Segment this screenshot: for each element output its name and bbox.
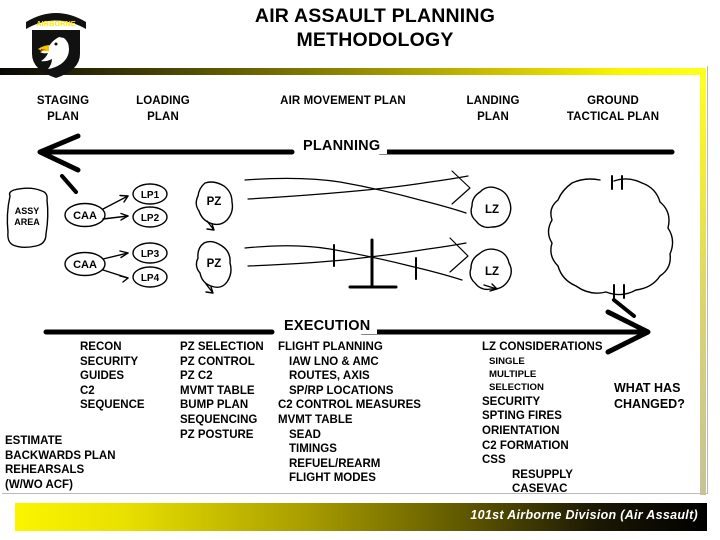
- 101st-airborne-patch: AIRBORNE: [26, 13, 86, 78]
- list-item: SEQUENCE: [80, 399, 145, 412]
- list-item: FLIGHT PLANNING: [278, 341, 383, 353]
- list-item: SEQUENCING: [180, 413, 258, 426]
- heading-line-1: GROUND: [587, 95, 639, 107]
- execution-column-flight: FLIGHT PLANNING IAW LNO & AMC ROUTES, AX…: [278, 340, 421, 486]
- what-has-changed-callout: WHAT HAS CHANGED?: [614, 380, 685, 412]
- page-title: AIR ASSAULT PLANNING METHODOLOGY: [140, 4, 610, 52]
- list-item: C2: [80, 384, 95, 397]
- list-item: FLIGHT MODES: [289, 472, 376, 485]
- column-heading-staging-plan: STAGING PLAN: [15, 94, 111, 125]
- heading-line-2: PLAN: [147, 110, 179, 123]
- execution-column-recon: RECON SECURITY GUIDES C2 SEQUENCE: [80, 340, 145, 413]
- list-item: BACKWARDS PLAN: [5, 449, 116, 462]
- list-item: PZ POSTURE: [180, 428, 254, 441]
- list-item: RECON: [80, 341, 122, 353]
- eagle-beak: [38, 45, 49, 52]
- list-item: CSS: [482, 454, 506, 467]
- column-heading-loading-plan: LOADING PLAN: [115, 94, 211, 125]
- heading-line-2: PLAN: [47, 110, 79, 123]
- list-item: SECURITY: [482, 395, 541, 408]
- list-item: SELECTION: [489, 382, 544, 394]
- list-item: LZ CONSIDERATIONS: [482, 341, 603, 353]
- list-item: CASEVAC: [512, 483, 568, 496]
- list-item: ROUTES, AXIS: [289, 370, 370, 383]
- eagle-head: [40, 37, 69, 69]
- list-item: PZ SELECTION: [180, 341, 264, 353]
- list-item: BUMP PLAN: [180, 399, 249, 412]
- list-item: SINGLE: [489, 355, 525, 367]
- footer-text: 101st Airborne Division (Air Assault): [470, 508, 698, 522]
- airborne-tab: [26, 13, 86, 29]
- heading-line-2: TACTICAL PLAN: [566, 110, 660, 123]
- header-gradient-bar: [0, 68, 706, 75]
- heading-line-1: LOADING: [136, 95, 190, 107]
- column-heading-air-movement-plan: AIR MOVEMENT PLAN: [255, 94, 431, 110]
- list-item: RESUPPLY: [512, 468, 573, 481]
- heading-line-2: PLAN: [477, 110, 509, 123]
- content-frame: [2, 66, 708, 494]
- column-heading-landing-plan: LANDING PLAN: [445, 94, 541, 125]
- planning-band-label: PLANNING: [296, 138, 388, 154]
- list-item: REFUEL/REARM: [289, 457, 381, 470]
- list-item: REHEARSALS: [5, 464, 85, 477]
- list-item: SEAD: [289, 428, 321, 441]
- list-item: PZ C2: [180, 370, 213, 383]
- heading-line-1: AIR MOVEMENT PLAN: [280, 95, 406, 107]
- footer-bar: 101st Airborne Division (Air Assault): [15, 503, 707, 531]
- execution-column-lz: LZ CONSIDERATIONS SINGLE MULTIPLE SELECT…: [482, 340, 603, 497]
- planning-considerations-list: ESTIMATE BACKWARDS PLAN REHEARSALS (W/WO…: [5, 434, 116, 492]
- title-line-1: AIR ASSAULT PLANNING: [254, 5, 496, 27]
- airborne-tab-text: AIRBORNE: [36, 19, 75, 28]
- list-item: C2 CONTROL MEASURES: [278, 399, 421, 412]
- list-item: TIMINGS: [289, 443, 337, 456]
- right-gradient-bar: [700, 75, 706, 495]
- eagle-eye: [54, 42, 58, 46]
- list-item: (W/WO ACF): [5, 478, 73, 491]
- callout-line-2: CHANGED?: [614, 397, 685, 411]
- title-line-2: METHODOLOGY: [296, 29, 454, 51]
- list-item: PZ CONTROL: [180, 355, 255, 368]
- eagle-tongue: [41, 49, 46, 51]
- list-item: SP/RP LOCATIONS: [289, 384, 394, 397]
- callout-line-1: WHAT HAS: [614, 381, 681, 395]
- column-heading-ground-tactical-plan: GROUND TACTICAL PLAN: [543, 94, 683, 125]
- list-item: ESTIMATE: [5, 435, 63, 447]
- list-item: IAW LNO & AMC: [289, 355, 379, 368]
- list-item: SECURITY: [80, 355, 139, 368]
- heading-line-1: LANDING: [466, 95, 520, 107]
- list-item: MVMT TABLE: [180, 384, 255, 397]
- list-item: MULTIPLE: [489, 369, 537, 380]
- list-item: GUIDES: [80, 370, 125, 383]
- list-item: ORIENTATION: [482, 425, 560, 437]
- list-item: MVMT TABLE: [278, 413, 353, 426]
- execution-band-label: EXECUTION: [277, 318, 378, 334]
- list-item: SPTING FIRES: [482, 410, 562, 423]
- execution-column-pz: PZ SELECTION PZ CONTROL PZ C2 MVMT TABLE…: [180, 340, 264, 442]
- list-item: C2 FORMATION: [482, 439, 569, 452]
- heading-line-1: STAGING: [36, 95, 90, 107]
